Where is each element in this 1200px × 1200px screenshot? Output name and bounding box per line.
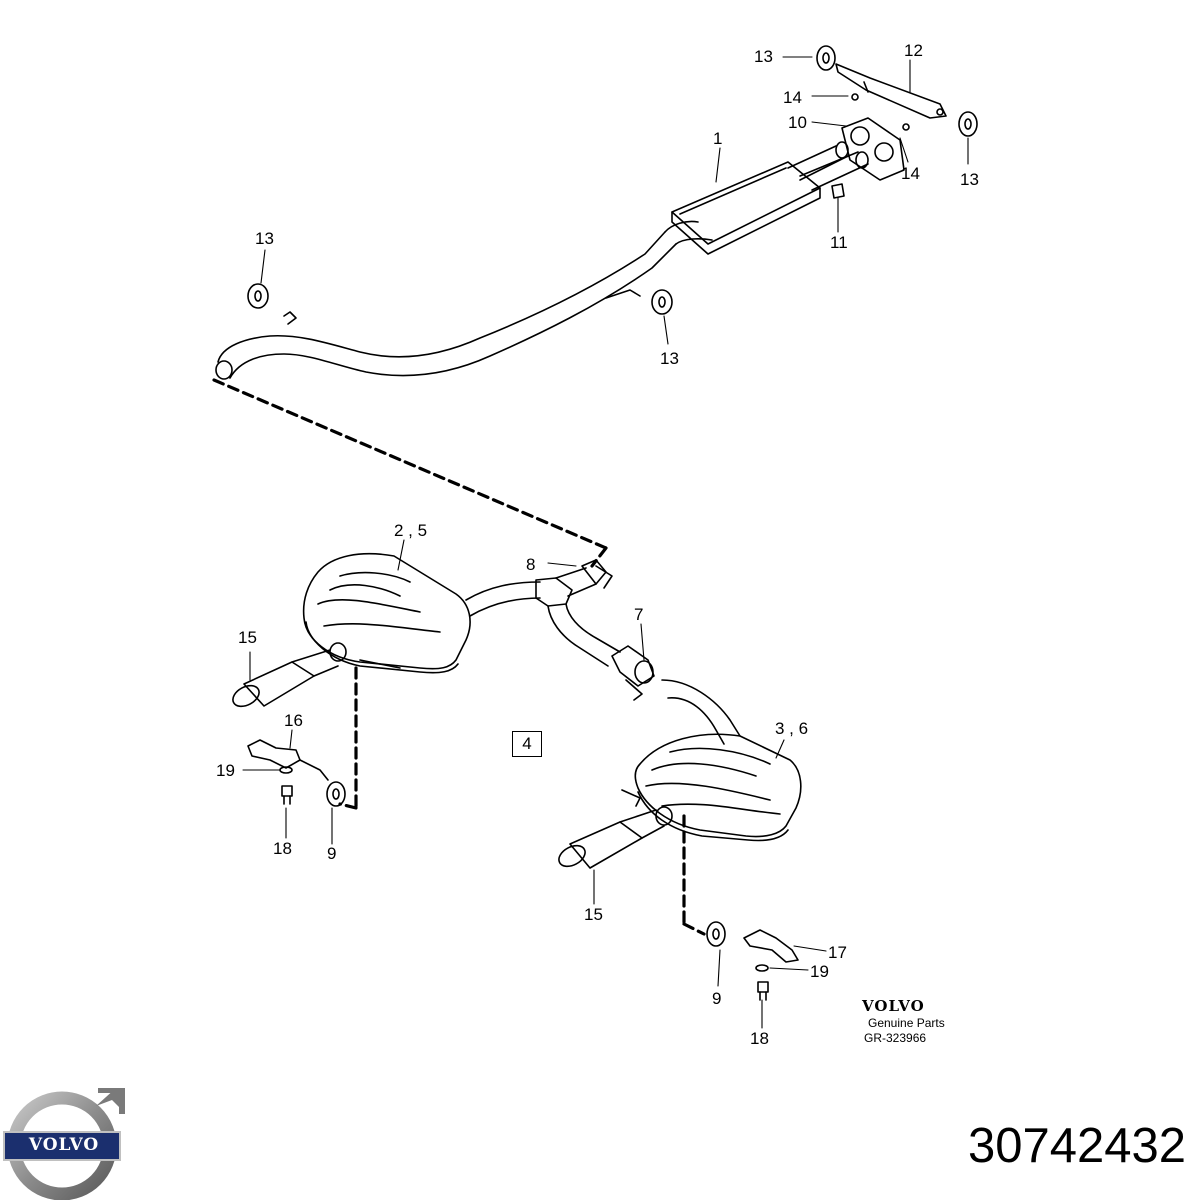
y-pipe [535,559,621,667]
callout-18-left: 18 [273,839,292,858]
callout-18-right: 18 [750,1029,769,1048]
callout-7: 7 [634,605,644,624]
callout-19-left: 19 [216,761,235,780]
watermark-brand: VOLVO [862,997,925,1015]
rear-muffler-right [621,733,802,842]
tailpipe-right [558,809,665,869]
hanger-assembly-right [706,921,799,1001]
hanger-assembly-left [247,739,346,807]
box-label-4: 4 [512,731,542,757]
watermark-code: GR-323966 [864,1031,927,1045]
rear-muffler-left [302,552,541,674]
callout-14-right: 14 [901,164,920,183]
logo-text: VOLVO [28,1135,100,1155]
watermark-subtitle: Genuine Parts [868,1016,945,1030]
front-pipe [215,220,713,380]
bracket [835,63,947,119]
center-muffler [671,141,869,255]
callout-13-top: 13 [754,47,773,66]
callout-13-left: 13 [255,229,274,248]
clamp [611,645,655,701]
callout-12: 12 [904,41,923,60]
callout-13-right: 13 [960,170,979,189]
callout-9-right: 9 [712,989,722,1008]
callout-13-mid: 13 [660,349,679,368]
rubber-hanger-13 [247,45,978,315]
callout-14-top: 14 [783,88,802,107]
flange-gasket [841,117,905,181]
callout-15-right: 15 [584,905,603,924]
callout-11: 11 [830,233,848,252]
callout-15-left: 15 [238,628,257,647]
callout-9-left: 9 [327,844,337,863]
callout-1: 1 [713,129,723,148]
callout-2-5: 2 , 5 [394,521,428,540]
callout-17: 17 [828,943,847,962]
tailpipe-left [232,649,339,708]
volvo-logo-icon [3,1088,125,1200]
part-number: 30742432 [967,1119,1186,1173]
callout-16: 16 [284,711,303,730]
callout-10: 10 [788,113,807,132]
callout-8: 8 [526,555,536,574]
callout-3-6: 3 , 6 [775,719,809,738]
callout-19-right: 19 [810,962,829,981]
